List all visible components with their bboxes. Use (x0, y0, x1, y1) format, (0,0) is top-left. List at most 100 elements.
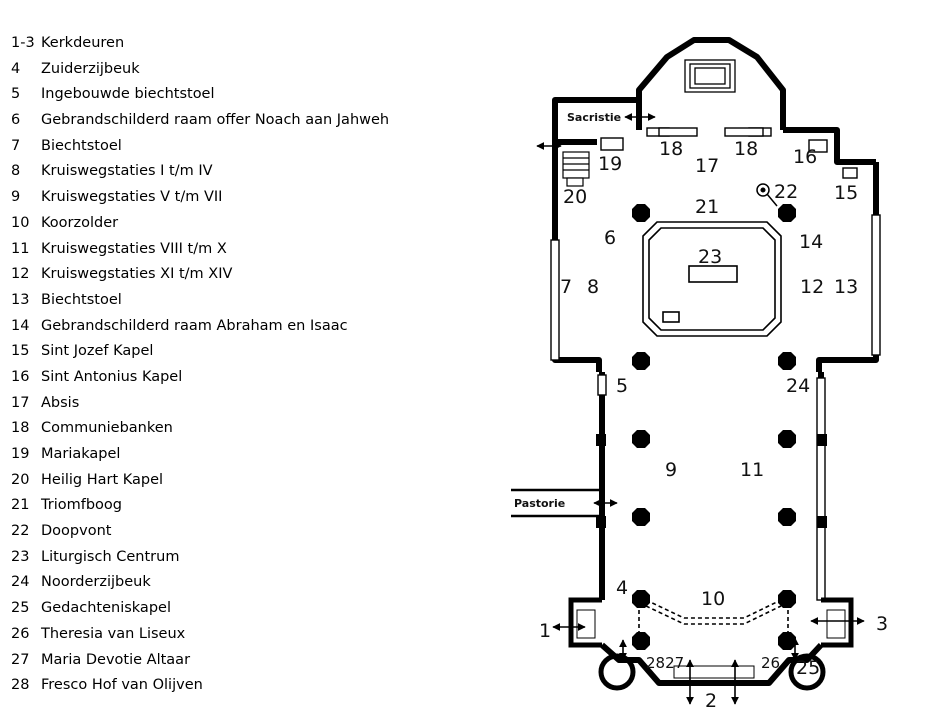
sacristie-label: Sacristie (567, 111, 621, 124)
legend-text: Absis (41, 394, 80, 411)
legend-text: Sint Jozef Kapel (41, 343, 154, 360)
plan-label-23: 23 (698, 246, 722, 268)
door-arrows (536, 113, 865, 705)
legend-text: Fresco Hof van Olijven (41, 677, 203, 694)
legend-number: 25 (11, 600, 30, 617)
legend-number: 23 (11, 548, 30, 565)
legend-number: 24 (11, 574, 30, 591)
legend-item: 19 Mariakapel (11, 442, 481, 468)
floor-plan: Sacristie Pastorie 1 2 3 4 5 6 7 8 9 10 … (511, 37, 888, 712)
legend-text: Gedachteniskapel (41, 600, 171, 617)
legend-text: Theresia van Liseux (41, 625, 186, 642)
legend-item: 13 Biechtstoel (11, 288, 481, 314)
legend-item: 22 Doopvont (11, 519, 481, 545)
legend-text: Kerkdeuren (41, 35, 125, 51)
legend-item: 12 Kruiswegstaties XI t/m XIV (11, 262, 481, 288)
legend-text: Kruiswegstaties XI t/m XIV (41, 266, 233, 283)
legend-number: 17 (11, 394, 30, 411)
legend-item: 10 Koorzolder (11, 211, 481, 237)
plan-label-14: 14 (799, 231, 823, 253)
legend-text: Sint Antonius Kapel (41, 368, 183, 385)
legend-item: 23 Liturgisch Centrum (11, 545, 481, 571)
legend-text: Gebrandschilderd raam offer Noach aan Ja… (41, 112, 390, 129)
plan-label-11: 11 (740, 459, 764, 481)
legend-item: 5 Ingebouwde biechtstoel (11, 82, 481, 108)
legend-item: 21 Triomfboog (11, 493, 481, 519)
legend-item: 24 Noorderzijbeuk (11, 570, 481, 596)
legend-text: Zuiderzijbeuk (41, 60, 140, 77)
chapel-niches (600, 137, 858, 179)
legend-number: 10 (11, 214, 30, 231)
legend-item: 26 Theresia van Liseux (11, 622, 481, 648)
plan-label-8: 8 (587, 276, 599, 298)
legend-text: Heilig Hart Kapel (41, 471, 164, 488)
legend-text: Gebrandschilderd raam Abraham en Isaac (41, 317, 348, 334)
legend-number: 16 (11, 368, 30, 385)
legend-text: Mariakapel (41, 446, 121, 462)
plan-label-25: 25 (796, 657, 820, 679)
liturgical-centre (642, 221, 782, 337)
legend-item: 14 Gebrandschilderd raam Abraham en Isaac (11, 314, 481, 340)
plan-label-26: 26 (761, 654, 780, 672)
legend-text: Kruiswegstaties I t/m IV (41, 163, 213, 180)
legend-text: Kruiswegstaties V t/m VII (41, 189, 223, 206)
legend-text: Biechtstoel (41, 291, 122, 308)
baptismal-font (756, 183, 778, 207)
front-chapels (598, 653, 826, 691)
plan-label-18a: 18 (659, 138, 683, 160)
altar (684, 59, 736, 93)
plan-label-1: 1 (539, 620, 551, 642)
legend-item: 17 Absis (11, 391, 481, 417)
plan-label-10: 10 (701, 588, 725, 610)
plan-label-4: 4 (616, 577, 628, 599)
pastorie-corridor (511, 488, 599, 518)
legend-number: 15 (11, 343, 30, 360)
plan-label-12: 12 (800, 276, 824, 298)
plan-label-3: 3 (876, 613, 888, 635)
legend-number: 4 (11, 60, 21, 77)
plan-label-22: 22 (774, 181, 798, 203)
apse-wall (636, 37, 786, 130)
legend-text: Liturgisch Centrum (41, 548, 180, 565)
legend-text: Ingebouwde biechtstoel (41, 86, 215, 103)
plan-label-2: 2 (705, 690, 717, 712)
plan-label-2827: 2827 (646, 654, 684, 672)
legend-number: 20 (11, 471, 30, 488)
communion-rails (658, 127, 764, 137)
legend-item: 16 Sint Antonius Kapel (11, 365, 481, 391)
legend-text: Noorderzijbeuk (41, 574, 151, 591)
stairs (562, 151, 590, 187)
legend-text: Koorzolder (41, 214, 119, 231)
legend-number: 19 (11, 446, 30, 462)
plan-label-7: 7 (560, 276, 572, 298)
legend-number: 21 (11, 497, 30, 514)
legend-number: 26 (11, 625, 30, 642)
plan-label-5: 5 (616, 375, 628, 397)
sacristy-wall (552, 97, 639, 142)
legend-number: 12 (11, 266, 30, 283)
front-facade-wall (600, 642, 824, 686)
legend-text: Doopvont (41, 523, 112, 540)
legend-number: 13 (11, 291, 30, 308)
plan-label-13: 13 (834, 276, 858, 298)
legend-number: 5 (11, 86, 21, 103)
plan-label-21: 21 (695, 196, 719, 218)
plan-label-17: 17 (695, 155, 719, 177)
legend-text: Communiebanken (41, 420, 173, 437)
pillars (596, 204, 827, 650)
legend-number: 8 (11, 163, 21, 180)
legend-number: 22 (11, 523, 30, 540)
legend-text: Maria Devotie Altaar (41, 651, 191, 668)
legend-number: 14 (11, 317, 30, 334)
legend-number: 7 (11, 137, 21, 154)
legend-text: Triomfboog (41, 497, 122, 514)
legend-item: 4 Zuiderzijbeuk (11, 57, 481, 83)
plan-label-24: 24 (786, 375, 810, 397)
plan-label-15: 15 (834, 182, 858, 204)
legend-number: 11 (11, 240, 30, 257)
plan-label-18b: 18 (734, 138, 758, 160)
